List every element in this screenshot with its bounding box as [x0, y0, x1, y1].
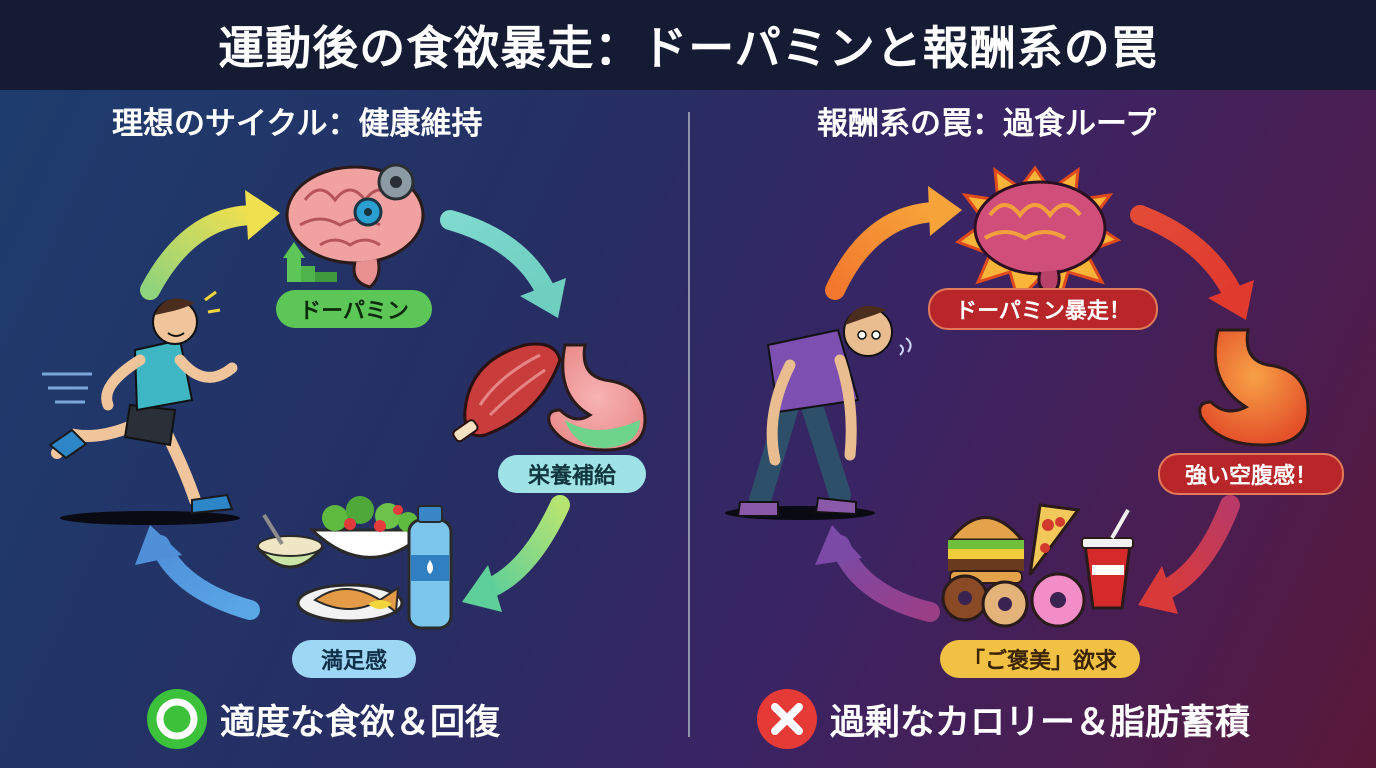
right-verdict: 過剰なカロリー＆脂肪蓄積 — [756, 688, 1250, 750]
label-strong-hunger: 強い空腹感！ — [1158, 453, 1344, 495]
brain-happy-icon — [283, 163, 425, 289]
left-verdict: 適度な食欲＆回復 — [146, 688, 500, 750]
brain-explosion-icon — [954, 165, 1122, 304]
exhausted-man-figure — [725, 305, 912, 520]
label-dopamine: ドーパミン — [276, 290, 432, 328]
rice-bowl-icon — [254, 513, 326, 569]
fish-plate-icon — [296, 583, 404, 623]
label-satisfaction: 満足感 — [292, 640, 416, 678]
label-dopamine-overload: ドーパミン暴走！ — [928, 288, 1158, 330]
stomach-hungry-icon — [1198, 328, 1310, 447]
right-cycle-arrows — [815, 186, 1254, 622]
burger-icon — [946, 516, 1026, 584]
left-cycle-arrows — [135, 190, 570, 620]
stomach-icon — [547, 343, 647, 452]
runner-figure — [42, 290, 240, 525]
panel-divider — [688, 112, 690, 737]
muscle-icon — [452, 342, 562, 443]
right-heading: 報酬系の罠：過食ループ — [817, 106, 1157, 142]
title-bar: 運動後の食欲暴走：ドーパミンと報酬系の罠 — [0, 0, 1376, 90]
water-bottle-icon — [407, 505, 453, 630]
label-nutrition: 栄養補給 — [498, 455, 646, 493]
donuts-icon — [941, 572, 1086, 628]
soda-cup-icon — [1081, 509, 1134, 610]
page-title: 運動後の食欲暴走：ドーパミンと報酬系の罠 — [218, 21, 1158, 75]
circle-ok-icon — [147, 689, 207, 749]
left-verdict-text: 適度な食欲＆回復 — [220, 702, 501, 743]
pizza-slice-icon — [1028, 503, 1081, 576]
left-heading: 理想のサイクル：健康維持 — [112, 106, 483, 142]
cross-icon — [757, 689, 817, 749]
right-verdict-text: 過剰なカロリー＆脂肪蓄積 — [830, 702, 1251, 743]
label-reward-craving: 「ご褒美」欲求 — [940, 640, 1140, 678]
salad-bowl-icon — [308, 496, 432, 559]
